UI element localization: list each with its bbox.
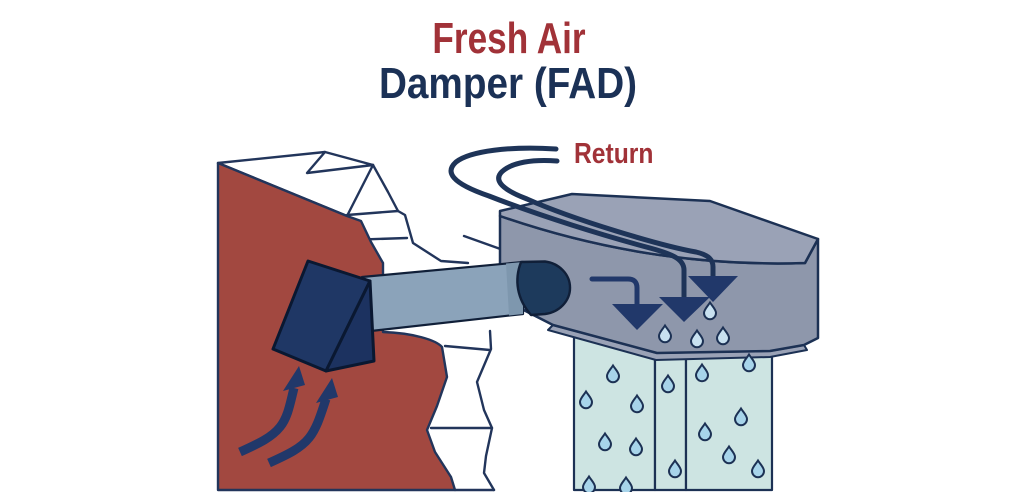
title-line1: Fresh Air (432, 14, 585, 63)
return-label: Return (574, 137, 653, 169)
fresh-air-damper (271, 259, 376, 373)
duct-end-cap (516, 260, 572, 317)
title-line2: Damper (FAD) (379, 58, 637, 108)
ahu-unit (498, 192, 820, 361)
fresh-air-arrows (238, 366, 338, 468)
downflow-arrows (589, 276, 738, 330)
title: Fresh Air Damper (FAD) (379, 14, 637, 107)
intake-duct (360, 260, 572, 333)
return-airflow-curves (448, 145, 716, 301)
